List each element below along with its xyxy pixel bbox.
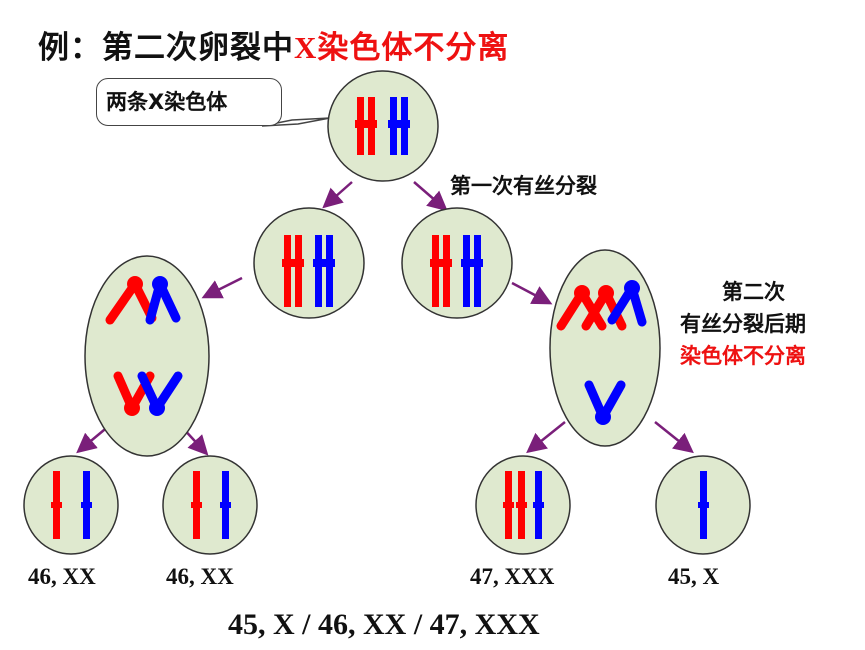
two-cell-left xyxy=(253,207,365,319)
zygote-chromosome-red xyxy=(355,97,377,155)
callout-text: 两条X染色体 xyxy=(106,90,228,114)
karyotype-label-4: 45, X xyxy=(668,564,720,589)
karyotype-label-2: 46, XX xyxy=(166,564,234,589)
arrow-right-cell-to-anaphase xyxy=(511,281,553,305)
zygote-cell xyxy=(327,70,439,182)
arrow-zygote-left xyxy=(322,181,353,209)
title-highlight: X染色体不分离 xyxy=(294,30,510,65)
daughter-cell-46xx-1 xyxy=(23,455,119,555)
mosaic-summary: 45, X / 46, XX / 47, XXX xyxy=(228,608,540,641)
callout-bubble xyxy=(96,78,282,126)
anaphase-cell-right-nondisjunction xyxy=(549,249,661,447)
label-nondisjunction: 染色体不分离 xyxy=(680,344,806,368)
page-title: 例：第二次卵裂中X染色体不分离 xyxy=(38,22,509,67)
karyotype-label-3: 47, XXX xyxy=(470,564,555,589)
two-cell-right xyxy=(401,207,513,319)
daughter-cell-46xx-2 xyxy=(162,455,258,555)
karyotype-label-1: 46, XX xyxy=(28,564,96,589)
zygote-chromosome-blue xyxy=(388,97,410,155)
title-prefix: 例：第二次卵裂中 xyxy=(38,30,294,66)
arrow-to-daughter-4 xyxy=(654,421,694,454)
anaphase-cell-left-normal xyxy=(84,255,210,457)
label-anaphase: 有丝分裂后期 xyxy=(680,312,806,336)
arrow-to-daughter-3 xyxy=(526,421,566,454)
arrow-left-cell-to-anaphase xyxy=(201,276,243,299)
daughter-cell-47xxx xyxy=(475,455,571,555)
daughter-cell-45x xyxy=(655,455,751,555)
label-second-division: 第二次 xyxy=(722,280,785,304)
label-first-division: 第一次有丝分裂 xyxy=(450,174,597,198)
arrow-zygote-right xyxy=(413,181,448,212)
